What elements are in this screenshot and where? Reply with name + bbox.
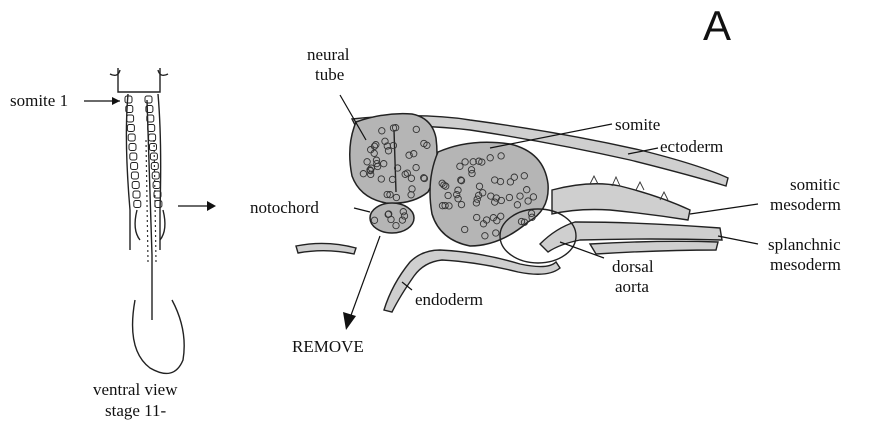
somite-outline: [127, 125, 134, 132]
somite-outline: [153, 182, 160, 189]
somite-outline: [132, 182, 139, 189]
somite-outline: [128, 134, 135, 141]
label-neural: neural: [307, 45, 350, 64]
somite-outline: [129, 144, 136, 151]
label-splanchnic: splanchnic: [768, 235, 841, 254]
label-remove: REMOVE: [292, 337, 364, 356]
somite-outline: [150, 144, 157, 151]
label-tube: tube: [315, 65, 344, 84]
label-notochord: notochord: [250, 198, 319, 217]
neural-tube: [350, 114, 437, 204]
panel-letter: A: [703, 2, 731, 49]
somite-outline: [134, 201, 141, 208]
leader-notochord: [354, 208, 370, 212]
caption-line-1: ventral view: [93, 380, 178, 399]
label-somite-1: somite 1: [10, 91, 68, 110]
label-somite: somite: [615, 115, 660, 134]
label-aorta: aorta: [615, 277, 649, 296]
somite-outline: [125, 96, 132, 103]
label-ectoderm: ectoderm: [660, 137, 723, 156]
somite-outline: [145, 96, 152, 103]
primitive-streak: [147, 100, 152, 320]
somite-outline: [127, 115, 134, 122]
ventral-view-embryo: [110, 68, 184, 373]
somite-outline: [149, 134, 156, 141]
tissue-fragment: [296, 243, 356, 254]
leader-somitic-mesoderm: [690, 204, 758, 214]
somite-block: [430, 142, 548, 246]
label-endoderm: endoderm: [415, 290, 483, 309]
somite-outline: [130, 153, 137, 160]
somite-outline: [133, 191, 140, 198]
label-somitic-mesoderm: mesoderm: [770, 195, 841, 214]
label-dorsal: dorsal: [612, 257, 654, 276]
somite-column-left: [125, 96, 141, 208]
tail-outline: [133, 300, 185, 373]
leader-splanchnic-mesoderm: [718, 236, 758, 244]
label-splanchnic-mesoderm: mesoderm: [770, 255, 841, 274]
somite-outline: [152, 172, 159, 179]
somite-outline: [131, 163, 138, 170]
caption-line-2: stage 11-: [105, 401, 167, 420]
head-fold-outline: [118, 68, 160, 92]
somite-outline: [148, 125, 155, 132]
somitic-mesoderm: [552, 184, 690, 220]
somite-outline: [131, 172, 138, 179]
label-somitic: somitic: [790, 175, 841, 194]
